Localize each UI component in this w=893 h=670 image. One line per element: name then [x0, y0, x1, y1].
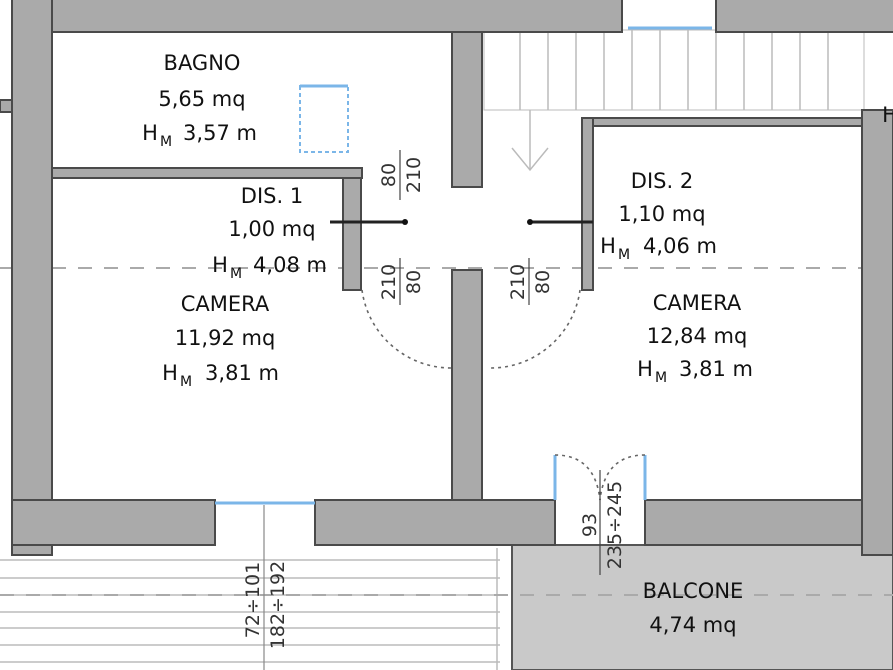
- walls: [0, 0, 893, 556]
- window-width: 72÷101: [242, 562, 264, 638]
- room-height: 4,06 m: [643, 234, 717, 258]
- height-sub: M: [160, 134, 172, 150]
- room-name: DIS. 2: [631, 169, 693, 193]
- room-dis2: DIS. 2 1,10 mq H M 4,06 m: [600, 169, 717, 263]
- dim-bagno-door: 80 210: [378, 150, 425, 200]
- door-height: 210: [378, 264, 400, 300]
- skylight-bagno: [299, 85, 349, 153]
- room-bagno: BAGNO 5,65 mq H M 3,57 m: [142, 51, 257, 150]
- balcony-floor: [511, 544, 893, 670]
- room-area: 12,84 mq: [647, 324, 748, 348]
- room-name: CAMERA: [181, 292, 270, 316]
- dim-balcone-door: 93 235÷245: [579, 470, 626, 575]
- room-balcone: BALCONE 4,74 mq: [643, 579, 744, 637]
- window-height: 182÷192: [267, 561, 289, 649]
- room-height: 3,57 m: [183, 121, 257, 145]
- door-height: 210: [403, 157, 425, 193]
- door-swing-camera2: [489, 289, 581, 369]
- height-sub: M: [180, 374, 192, 390]
- room-dis1: DIS. 1 1,00 mq H M 4,08 m: [212, 184, 327, 282]
- door-width: 80: [532, 270, 554, 294]
- height-sub: M: [618, 247, 630, 263]
- room-name: DIS. 1: [241, 184, 303, 208]
- room-area: 4,74 mq: [649, 613, 736, 637]
- room-name: BAGNO: [164, 51, 241, 75]
- room-name: BALCONE: [643, 579, 744, 603]
- stairs: [483, 29, 865, 172]
- door-width: 80: [378, 163, 400, 187]
- dim-camera1-window: 72÷101 182÷192: [242, 505, 289, 670]
- door-width: 93: [579, 513, 601, 537]
- room-area: 1,00 mq: [228, 217, 315, 241]
- height-prefix: H: [162, 361, 178, 385]
- door-width: 80: [403, 270, 425, 294]
- room-camera-2: CAMERA 12,84 mq H M 3,81 m: [637, 291, 753, 386]
- room-area: 5,65 mq: [158, 87, 245, 111]
- room-area: 1,10 mq: [618, 202, 705, 226]
- height-sub: M: [655, 370, 667, 386]
- height-prefix: H: [637, 357, 653, 381]
- room-name: CAMERA: [653, 291, 742, 315]
- room-area: 11,92 mq: [175, 326, 276, 350]
- door-height: 210: [507, 264, 529, 300]
- height-prefix: H: [142, 121, 158, 145]
- height-prefix: H: [212, 253, 228, 277]
- edge-label: H: [882, 103, 893, 127]
- room-height: 3,81 m: [205, 361, 279, 385]
- dim-camera1-door: 210 80: [378, 258, 425, 305]
- room-height: 4,08 m: [253, 253, 327, 277]
- room-height: 3,81 m: [679, 357, 753, 381]
- door-swing-camera1: [361, 289, 453, 369]
- height-sub: M: [230, 266, 242, 282]
- door-height: 235÷245: [604, 481, 626, 569]
- room-camera-1: CAMERA 11,92 mq H M 3,81 m: [162, 292, 279, 390]
- dim-camera2-door: 210 80: [507, 258, 554, 305]
- height-prefix: H: [600, 234, 616, 258]
